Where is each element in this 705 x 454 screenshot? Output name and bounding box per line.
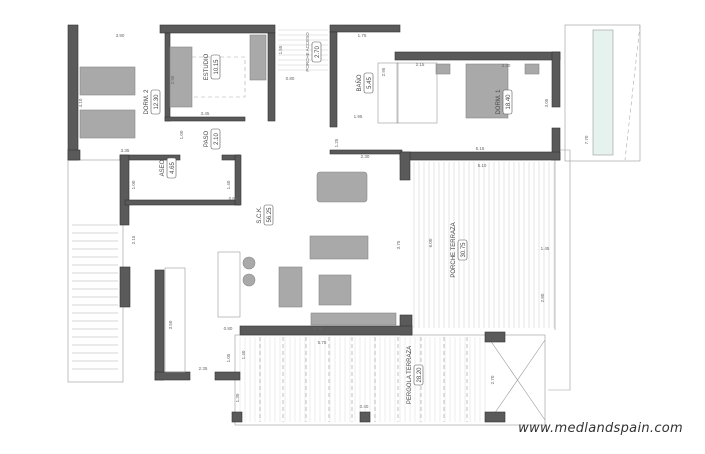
dimension-label: 3.35	[121, 148, 130, 153]
dimension-label: 1.25	[334, 138, 339, 147]
dimension-label: 3.75	[396, 240, 401, 249]
svg-text:DORM. 1: DORM. 1	[496, 89, 502, 115]
desk	[249, 34, 267, 81]
dimension-label: 2.30	[361, 154, 370, 159]
svg-text:BAÑO: BAÑO	[356, 74, 363, 91]
svg-text:ESTUDIO: ESTUDIO	[204, 53, 210, 80]
dimension-label: 2.95	[381, 67, 386, 76]
sofa	[309, 235, 369, 260]
dimension-label: 1.00	[179, 130, 184, 139]
dimension-label: 0.60	[229, 196, 238, 201]
dimension-label: 1.40	[226, 180, 231, 189]
room-dorm1: DORM. 1 18.40	[496, 89, 513, 115]
dimension-labels: 3.90 4.10 3.45 2.95 1.55 0.80 1.00 3.35 1.75 2.95…	[78, 33, 589, 409]
dimension-label: 2.70	[490, 375, 495, 384]
svg-text:2.70: 2.70	[315, 46, 321, 58]
dimension-label: 1.75	[358, 33, 367, 38]
dimension-label: 5.10	[478, 163, 487, 168]
walls	[67, 24, 561, 423]
watermark: www.medlandspain.com	[518, 421, 683, 436]
dimension-label: 5.75	[318, 340, 327, 345]
dimension-label: 7.70	[584, 135, 589, 144]
dimension-label: 3.30	[502, 63, 511, 68]
dimension-label: 1.55	[278, 45, 283, 54]
dimension-label: 3.05	[544, 98, 549, 107]
dimension-label: 3.45	[201, 111, 210, 116]
room-aseo: ASEO 4.65	[160, 157, 177, 179]
svg-text:5.45: 5.45	[367, 77, 373, 89]
dimension-label: 1.40	[241, 350, 246, 359]
dimension-label: 1.95	[354, 114, 363, 119]
dimension-label: 2.80	[540, 293, 545, 302]
dimension-label: 4.10	[78, 98, 83, 107]
svg-text:10.15: 10.15	[214, 59, 220, 75]
svg-text:2.10: 2.10	[214, 133, 220, 145]
room-pergola-terraza: PERGOLA TERRAZA 28.20	[407, 346, 424, 404]
svg-text:12.30: 12.30	[154, 94, 160, 110]
dimension-label: 5.40	[314, 326, 323, 331]
dimension-label: 2.35	[199, 366, 208, 371]
room-estudio: ESTUDIO 10.15	[204, 53, 221, 80]
svg-text:4.65: 4.65	[170, 162, 176, 174]
dimension-label: 5.15	[476, 146, 485, 151]
dimension-label: 1.45	[541, 246, 550, 251]
room-labels: DORM. 2 12.30 ESTUDIO 10.15 PORCHE ACCESO 2…	[144, 32, 513, 404]
svg-text:PERGOLA TERRAZA: PERGOLA TERRAZA	[407, 346, 413, 404]
dimension-label: 2.15	[416, 62, 425, 67]
svg-text:S.C.K.: S.C.K.	[257, 206, 263, 224]
dimension-label: 1.05	[226, 353, 231, 362]
svg-text:PORCHE ACCESO: PORCHE ACCESO	[305, 32, 310, 72]
svg-text:28.20: 28.20	[417, 367, 423, 383]
room-porche-acceso: PORCHE ACCESO 2.70	[305, 32, 322, 72]
room-bano: BAÑO 5.45	[356, 72, 374, 94]
dimension-label: 1.30	[235, 393, 240, 402]
armchair	[278, 266, 303, 308]
bed	[79, 66, 136, 96]
dimension-label: 1.00	[131, 180, 136, 189]
room-sck: S.C.K. 56.25	[257, 204, 274, 226]
dimension-label: 3.90	[116, 33, 125, 38]
dimension-label: 6.00	[428, 238, 433, 247]
svg-text:PORCHE TERRAZA: PORCHE TERRAZA	[451, 222, 457, 277]
bed	[79, 109, 136, 139]
dining-table	[316, 171, 368, 203]
sofa	[169, 46, 193, 108]
dimension-label: 2.95	[170, 75, 175, 84]
dimension-label: 3.50	[168, 320, 173, 329]
svg-text:ASEO: ASEO	[160, 159, 166, 176]
coffee-table	[318, 274, 352, 306]
room-dorm2: DORM. 2 12.30	[144, 89, 161, 115]
dimension-label: 0.80	[224, 326, 233, 331]
dimension-label: 2.15	[131, 235, 136, 244]
terrace-decking	[239, 162, 555, 422]
room-porche-terraza: PORCHE TERRAZA 30.75	[451, 222, 468, 278]
svg-text:18.40: 18.40	[506, 94, 512, 110]
dimension-label: 0.40	[360, 404, 369, 409]
room-paso: PASO 2.10	[204, 128, 221, 150]
svg-text:56.25: 56.25	[267, 207, 273, 223]
svg-text:30.75: 30.75	[461, 242, 467, 258]
svg-text:PASO: PASO	[204, 131, 210, 148]
svg-text:DORM. 2: DORM. 2	[144, 89, 150, 115]
dimension-label: 0.80	[286, 76, 295, 81]
